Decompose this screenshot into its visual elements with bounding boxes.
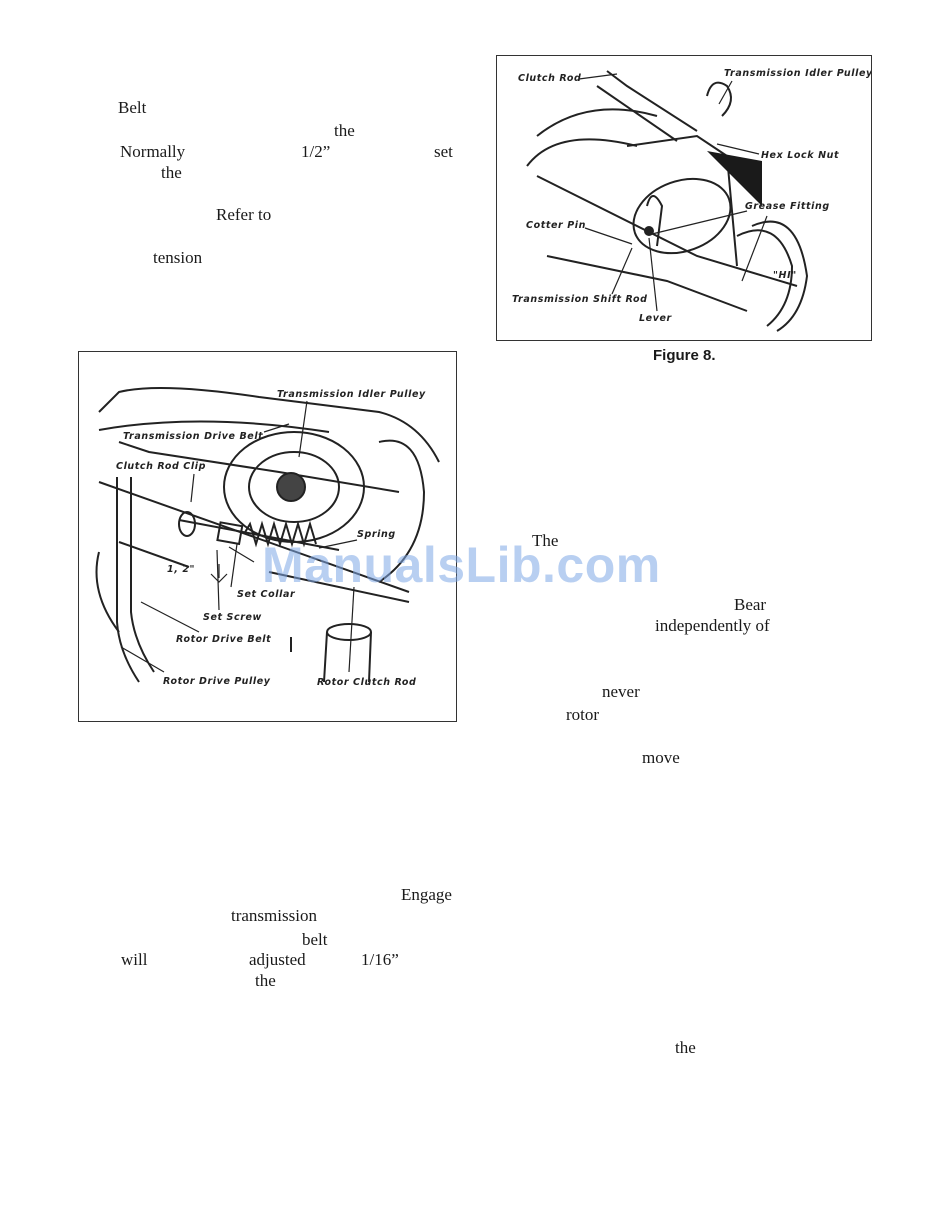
grease-fitting-dot [644,226,654,236]
label-rotor-drive-pulley: Rotor Drive Pulley [163,676,271,687]
label-hi: "HI" [773,270,797,281]
label-lever: Lever [639,313,673,324]
arrow-clip [190,473,195,503]
text-word: 1/2” [301,142,331,161]
figure-belt-adjustment: Transmission Idler Pulley Transmission D… [78,351,457,722]
idler-pulley-shape [706,81,732,117]
label-hex-lock-nut: Hex Lock Nut [761,150,839,161]
arrow-idler [298,400,308,458]
label-set-screw: Set Screw [203,612,262,623]
arrow-rotor-pulley [120,646,165,673]
rotor-clutch-rod-line [268,571,410,603]
text-word: Normally [120,142,186,161]
label-grease-fitting: Grease Fitting [745,201,830,212]
arrow-cotter [584,227,633,245]
text-word: Refer to [216,205,272,224]
label-cotter-pin: Cotter Pin [526,220,586,231]
text-word: tension [153,248,203,267]
dim-arrow [210,564,228,583]
set-collar [216,521,244,546]
text-word: will [121,950,148,969]
label-set-collar: Set Collar [237,589,296,600]
guard-curve [378,439,426,583]
belt-upper [98,420,330,433]
text-word: belt [302,930,328,949]
text-word: independently of [655,616,770,635]
clutch-rod-shape [606,70,698,132]
label-half-inch: 1, 2" [167,564,195,575]
arrow-spring [318,539,358,549]
label-clutch-rod-clip: Clutch Rod Clip [116,461,206,472]
text-word: Engage [401,885,452,904]
shaded-region [707,151,762,206]
housing [626,134,738,267]
text-word: the [161,163,182,182]
text-word: Belt [118,98,147,117]
text-word: rotor [566,705,600,724]
label-rotor-clutch-rod: Rotor Clutch Rod [317,677,416,688]
arrow-set-screw [216,549,220,611]
housing-ellipse [632,177,732,255]
arrow-grease-1 [651,210,748,235]
label-shift-rod: Transmission Shift Rod [512,294,647,305]
arrow-idler [718,80,733,105]
text-word: The [532,531,559,550]
arrow-hex-nut [716,143,760,155]
text-word: 1/16” [361,950,399,969]
fender-curve-inner [736,229,794,327]
frame-line-2 [546,255,748,312]
post-top [326,623,372,641]
arrow-clutch-rod [578,73,618,80]
tire-curve [536,108,658,137]
label-clutch-rod: Clutch Rod [518,73,581,84]
idler-pulley-inner [248,451,340,523]
arrow-rotor-belt [140,601,200,633]
label-idler-pulley: Transmission Idler Pulley [277,389,426,400]
spring [243,520,317,548]
arrow-belt [263,423,290,433]
figure-8: Clutch Rod Transmission Idler Pulley Hex… [496,55,872,341]
arrow-grease-2 [741,215,768,282]
figure-caption: Figure 8. [653,347,716,364]
text-word: adjusted [249,950,306,969]
belt-adjustment-diagram: Transmission Idler Pulley Transmission D… [95,387,440,688]
clutch-rod-clip [178,511,196,537]
arrow-lever [648,237,658,312]
rotor-belt-left [116,477,140,683]
frame-line [536,175,798,287]
idler-pulley-hub [276,472,306,502]
arrow-clutch-rod [348,586,355,673]
text-word: set [434,142,453,161]
text-word: the [675,1038,696,1057]
clutch-rod-shape-2 [596,85,678,142]
text-word: move [642,748,680,767]
tire-curve-2 [526,138,638,167]
text-word: never [602,682,640,701]
label-idler-pulley: Transmission Idler Pulley [724,68,871,79]
fender-curve [751,220,809,332]
label-spring: Spring [357,529,396,540]
label-drive-belt: Transmission Drive Belt [123,431,263,442]
text-word: transmission [231,906,317,925]
arrow-set-collar [230,543,238,588]
dim-line [228,546,255,563]
frame-top-edge [98,387,440,463]
arrow-shift-rod [611,247,633,295]
text-word: Bear [734,595,767,614]
label-rotor-drive-belt: Rotor Drive Belt [176,634,271,645]
rotor-belt-right [130,477,155,673]
transmission-shift-diagram: Clutch Rod Transmission Idler Pulley Hex… [512,68,871,332]
text-word: the [334,121,355,140]
housing-curve [95,551,120,633]
text-word: the [255,971,276,990]
shift-lever [646,195,664,247]
post-sides [323,631,372,683]
